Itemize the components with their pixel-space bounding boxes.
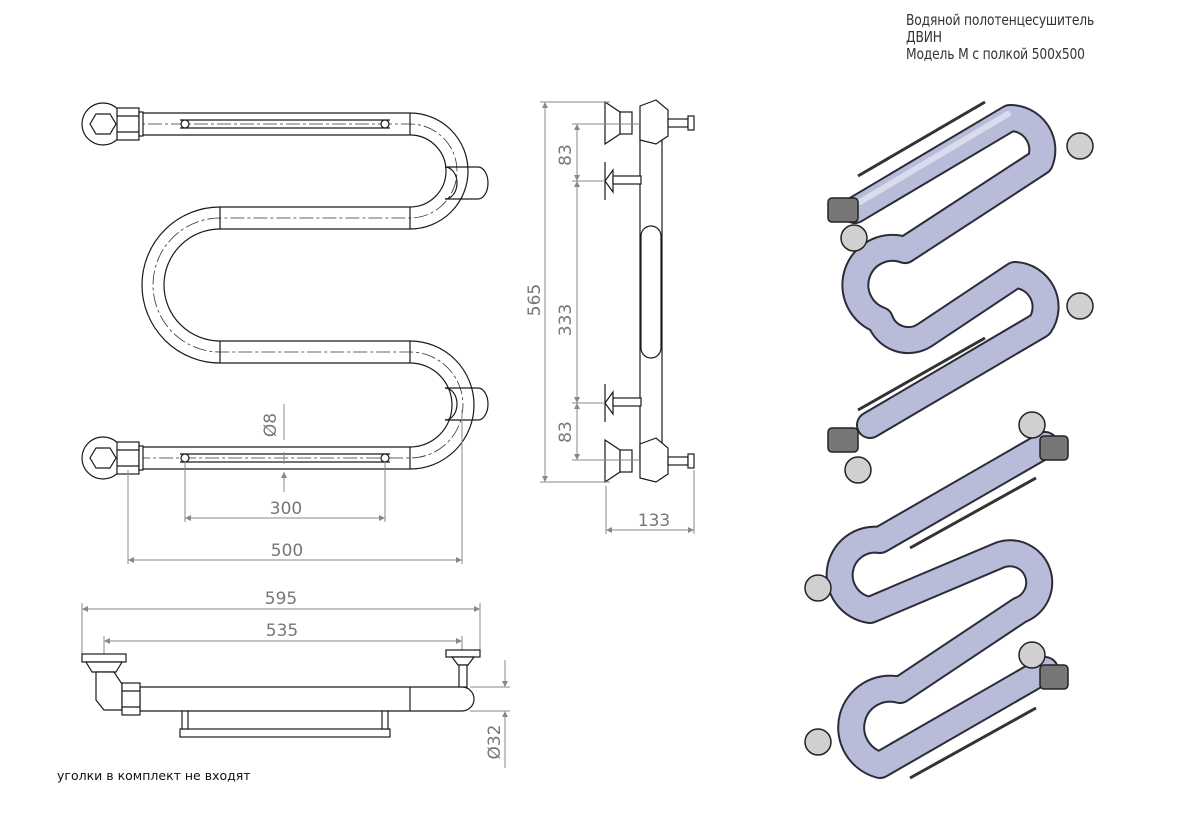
dim-133: 133 — [638, 511, 670, 531]
dim-83-top: 83 — [556, 144, 576, 166]
side-view: 565 83 333 83 133 — [525, 99, 695, 534]
front-bracket-upper — [444, 166, 458, 200]
dim-333: 333 — [556, 304, 576, 336]
dim-595: 595 — [265, 589, 297, 609]
dim-d32: Ø32 — [485, 724, 505, 759]
front-view: 300 500 Ø8 — [81, 102, 489, 564]
iso-view-lower — [804, 411, 1069, 780]
dim-565: 565 — [525, 284, 545, 316]
front-hex-top — [89, 113, 117, 135]
title-line-1: Водяной полотенцесушитель ДВИН — [906, 11, 1095, 46]
front-hex-bottom — [89, 447, 117, 469]
dim-300: 300 — [270, 499, 302, 519]
front-bracket-lower — [444, 387, 458, 421]
title-line-2: Модель М с полкой 500х500 — [906, 45, 1085, 63]
front-centerline — [125, 123, 464, 459]
dim-83-bottom: 83 — [556, 421, 576, 443]
front-tube-inner — [125, 134, 453, 448]
note-text: уголки в комплект не входят — [57, 768, 251, 783]
dim-535: 535 — [266, 621, 298, 641]
iso-view-upper — [827, 100, 1094, 484]
top-view: 595 535 Ø32 — [81, 589, 510, 768]
dim-500: 500 — [271, 541, 303, 561]
drawing-title: Водяной полотенцесушитель ДВИН Модель М … — [906, 12, 1131, 63]
dim-d8: Ø8 — [261, 413, 281, 437]
front-tube-outer — [125, 112, 475, 470]
